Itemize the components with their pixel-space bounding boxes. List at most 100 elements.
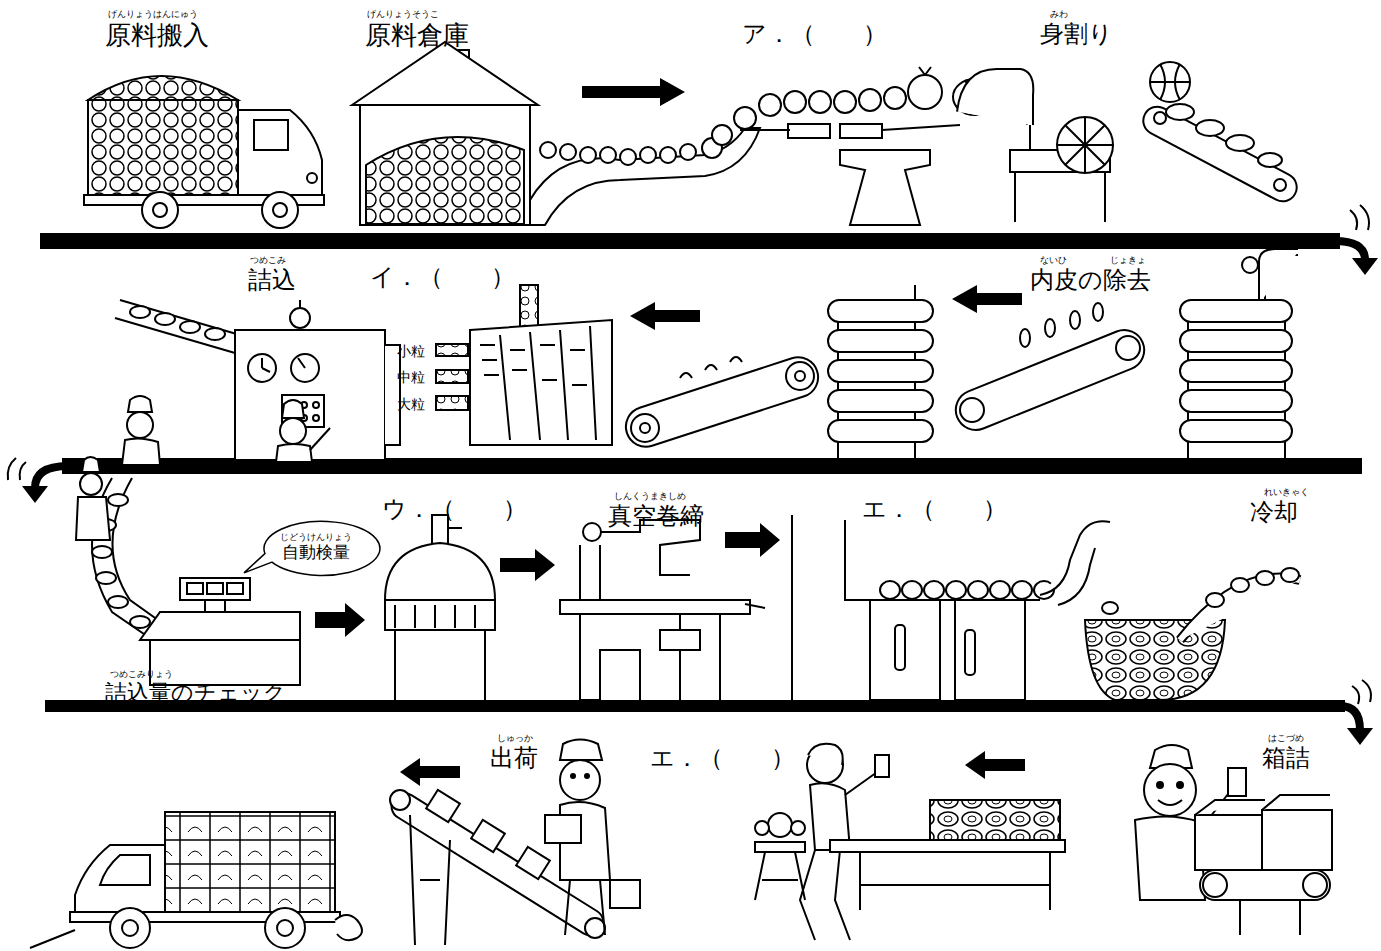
inspection-table (930, 800, 1060, 840)
step-label: 中粒 (397, 370, 425, 384)
peeling-machine (1015, 172, 1105, 222)
can-conveyor (96, 572, 116, 584)
shipping-conveyor (516, 847, 550, 879)
inspection-table (830, 840, 1065, 852)
coil-tank (828, 390, 933, 412)
flow-arrow (725, 523, 780, 557)
flow-arrow (630, 302, 700, 330)
packing-worker (1195, 795, 1330, 815)
inspection-table (791, 821, 805, 835)
step-label: 箱詰 (1262, 746, 1310, 770)
filling-machine (299, 300, 301, 308)
furigana: げんりょうそうこ (367, 10, 439, 19)
truck (262, 192, 298, 228)
peeling-machine (712, 125, 732, 145)
truck (30, 812, 362, 948)
worker (122, 396, 330, 465)
cooling-basket (1180, 578, 1300, 641)
bubble-text: 自動検量 (282, 543, 350, 562)
sterilizing-tank (792, 515, 1040, 700)
weighing-scale (187, 583, 203, 594)
worker (276, 444, 312, 462)
warehouse (620, 149, 636, 165)
packing-worker (1158, 800, 1182, 805)
conveyor (795, 371, 805, 381)
coil-tank (828, 420, 933, 442)
weighing-scale (140, 612, 300, 640)
conveyor (1020, 329, 1030, 347)
shipping-conveyor (387, 740, 640, 946)
filling-machine (313, 402, 319, 408)
bubble-outline (244, 521, 380, 575)
shipping-conveyor (565, 880, 605, 935)
step-label: エ．（ ） (650, 746, 795, 770)
packing-worker (1177, 782, 1183, 788)
truck (277, 920, 293, 936)
filling-machine (248, 354, 276, 382)
sterilizing-tank (792, 515, 1118, 700)
coil-tank (828, 285, 933, 462)
sterilizing-tank (895, 625, 905, 670)
conveyor (1116, 336, 1140, 360)
truck (84, 76, 324, 228)
truck (273, 203, 287, 217)
conveyor (1258, 153, 1282, 167)
can-conveyor (82, 457, 100, 472)
flow-arrow (582, 78, 685, 106)
conveyor (1154, 112, 1166, 124)
conveyor (960, 398, 984, 422)
inspection-table (800, 850, 850, 940)
inspection-table (755, 744, 1065, 940)
peeling-machine (759, 94, 781, 116)
shipping-conveyor (390, 790, 410, 810)
sorting-machine (436, 396, 468, 410)
motion-mark (1350, 210, 1357, 230)
peeling-machine (960, 72, 1030, 125)
truck (30, 930, 75, 948)
coil-tank (1180, 390, 1292, 412)
furigana: ないひ (1040, 256, 1067, 265)
seaming-machine (680, 614, 720, 700)
warehouse (360, 105, 530, 225)
coil-tank (1180, 330, 1292, 352)
warehouse (540, 142, 556, 158)
step-label: 冷却 (1250, 500, 1298, 524)
truck (75, 845, 165, 915)
peeling-machine (712, 67, 1113, 225)
turn-arrow (35, 466, 68, 488)
furigana: れいきゃく (1264, 488, 1309, 497)
can-conveyor (92, 546, 112, 558)
furigana: はこづめ (1268, 734, 1304, 743)
shipping-conveyor (571, 774, 575, 778)
truck (88, 76, 238, 100)
peeling-machine (908, 75, 942, 109)
sorting-machine (480, 345, 587, 385)
flow-band (1352, 258, 1378, 275)
conveyor (786, 362, 814, 390)
peeling-machine (809, 91, 831, 113)
coil-tank (1180, 360, 1292, 382)
inspection-table (875, 755, 889, 777)
step-label: イ．（ ） (370, 265, 515, 289)
turn-arrow (35, 241, 1365, 730)
sterilizing-tank (1058, 548, 1095, 605)
flow-arrow (315, 603, 365, 637)
conveyor (621, 352, 824, 452)
packing-worker (1195, 815, 1265, 870)
truck (100, 855, 150, 885)
truck (153, 203, 167, 217)
step-label: 身割り (1040, 22, 1113, 46)
worker (122, 438, 160, 465)
motion-mark (1352, 686, 1359, 704)
warehouse (352, 42, 760, 225)
furigana: げんりょうはんにゅう (108, 10, 198, 19)
weighing-scale (180, 578, 250, 600)
warehouse (680, 144, 696, 160)
packing-worker (1135, 745, 1332, 935)
cooling-basket (1256, 571, 1274, 585)
furigana: しんくうまきしめ (614, 492, 686, 501)
furigana: みわ (1050, 10, 1068, 19)
weighing-scale (140, 578, 300, 685)
conveyor (1070, 311, 1080, 329)
